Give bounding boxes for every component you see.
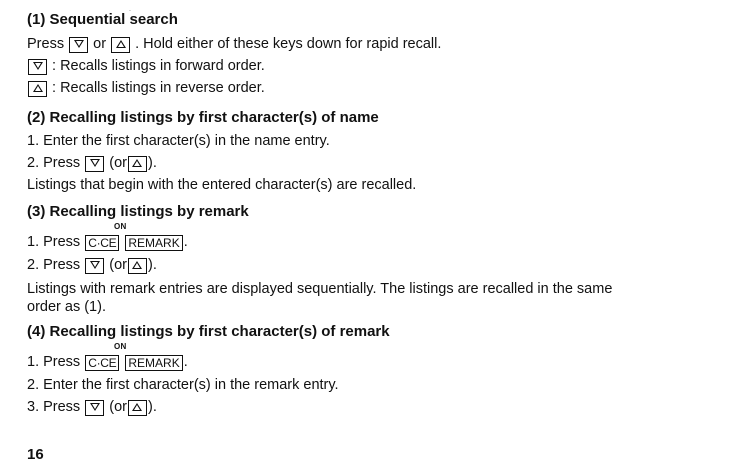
down-key-icon (85, 156, 105, 172)
down-key-icon (28, 59, 47, 75)
section-1-down-line: : Recalls listings in forward order. (27, 57, 265, 75)
up-description: : Recalls listings in reverse order. (52, 80, 265, 96)
up-key-icon (127, 258, 147, 274)
section-4-step-1: 1. Press C·CE REMARK. (27, 353, 188, 371)
or-open-text: (or (109, 399, 127, 415)
remark-key: REMARK (125, 355, 183, 371)
period: . (183, 354, 188, 370)
speck: · (129, 8, 131, 14)
on-label: ON (114, 342, 127, 351)
close-text: ). (147, 399, 157, 415)
section-3-result-line-1: Listings with remark entries are display… (27, 281, 613, 297)
cce-key: C·CE (85, 355, 120, 371)
down-description: : Recalls listings in forward order. (52, 58, 265, 74)
close-text: ). (147, 155, 157, 171)
step-1-press: 1. Press (27, 354, 81, 370)
section-4-heading: (4) Recalling listings by first characte… (27, 323, 390, 340)
or-open-text: (or (109, 257, 127, 273)
section-3-heading: (3) Recalling listings by remark (27, 203, 249, 220)
or-open-text: (or (109, 155, 127, 171)
or-text: or (93, 36, 107, 52)
down-key-icon (85, 258, 105, 274)
step-2-press: 2. Press (27, 155, 81, 171)
step-2-press: 2. Press (27, 257, 81, 273)
up-key-icon (28, 81, 47, 97)
section-2-step-1: 1. Enter the first character(s) in the n… (27, 133, 330, 149)
down-key-icon (69, 37, 89, 53)
section-2-step-2: 2. Press (or). (27, 154, 157, 172)
close-text: ). (147, 257, 157, 273)
up-key-icon (111, 37, 131, 53)
section-3-step-1: 1. Press C·CE REMARK. (27, 233, 188, 251)
step-1-press: 1. Press (27, 234, 81, 250)
section-4-step-3: 3. Press (or). (27, 398, 157, 416)
cce-key: C·CE (85, 235, 120, 251)
section-1-heading: (1) Sequential search (27, 11, 178, 28)
section-3-result-line-2: order as (1). (27, 299, 106, 315)
section-1-press-line: Press or . Hold either of these keys dow… (27, 35, 441, 53)
hold-text: . Hold either of these keys down for rap… (135, 36, 442, 52)
press-text: Press (27, 36, 65, 52)
on-label: ON (114, 222, 127, 231)
remark-key: REMARK (125, 235, 183, 251)
page-number: 16 (27, 446, 44, 463)
down-key-icon (85, 400, 105, 416)
period: . (183, 234, 188, 250)
up-key-icon (127, 400, 147, 416)
section-4-step-2: 2. Enter the first character(s) in the r… (27, 377, 339, 393)
step-3-press: 3. Press (27, 399, 81, 415)
section-1-up-line: : Recalls listings in reverse order. (27, 79, 265, 97)
up-key-icon (127, 156, 147, 172)
section-2-result: Listings that begin with the entered cha… (27, 177, 417, 193)
section-2-heading: (2) Recalling listings by first characte… (27, 109, 379, 126)
section-3-step-2: 2. Press (or). (27, 256, 157, 274)
